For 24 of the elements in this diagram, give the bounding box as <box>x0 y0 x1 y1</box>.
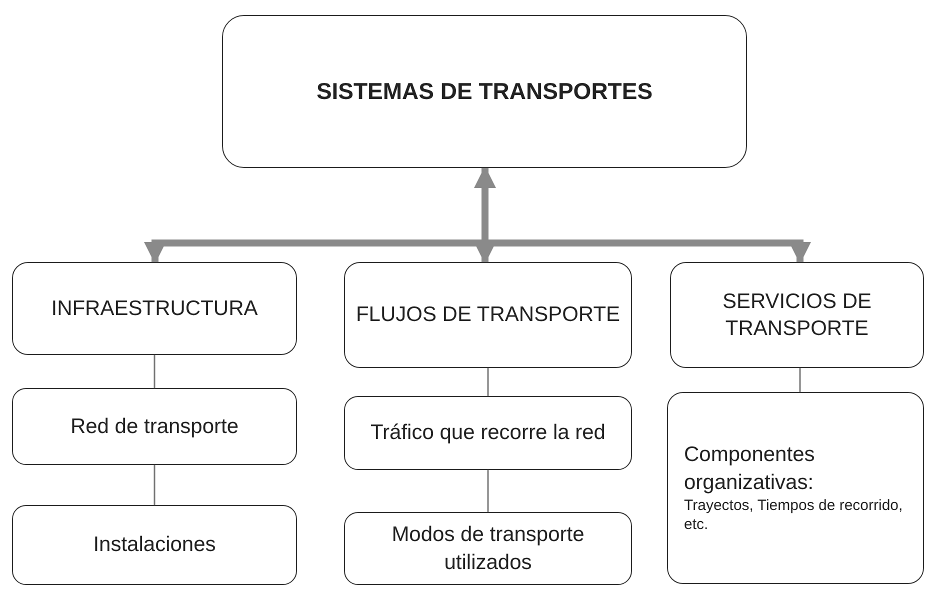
box-label: Modos de transporte utilizados <box>390 522 586 576</box>
box-label: SERVICIOS DE TRANSPORTE <box>722 288 872 342</box>
rounded-box <box>12 262 297 355</box>
box-label: Instalaciones <box>93 532 216 558</box>
connector-line <box>154 355 156 388</box>
box-label: Tráfico que recorre la red <box>370 420 606 446</box>
box-label: FLUJOS DE TRANSPORTE <box>356 302 620 328</box>
rounded-box <box>12 505 297 585</box>
rounded-box <box>12 388 297 465</box>
connector-line <box>799 368 801 392</box>
rounded-box <box>670 262 924 368</box>
box-label: INFRAESTRUCTURA <box>51 296 258 322</box>
box-label: Componentes organizativas: <box>684 442 816 496</box>
box-detail: Trayectos, Tiempos de recorrido, etc. <box>684 496 904 535</box>
connector-line <box>154 465 156 505</box>
connector-line <box>487 470 489 512</box>
connector-line <box>487 368 489 396</box>
rounded-box <box>344 262 632 368</box>
rounded-box <box>222 15 747 168</box>
rounded-box <box>344 396 632 470</box>
rounded-box <box>344 512 632 585</box>
box-label: Red de transporte <box>70 414 239 440</box>
rounded-box <box>667 392 924 584</box>
box-label: SISTEMAS DE TRANSPORTES <box>316 76 653 106</box>
